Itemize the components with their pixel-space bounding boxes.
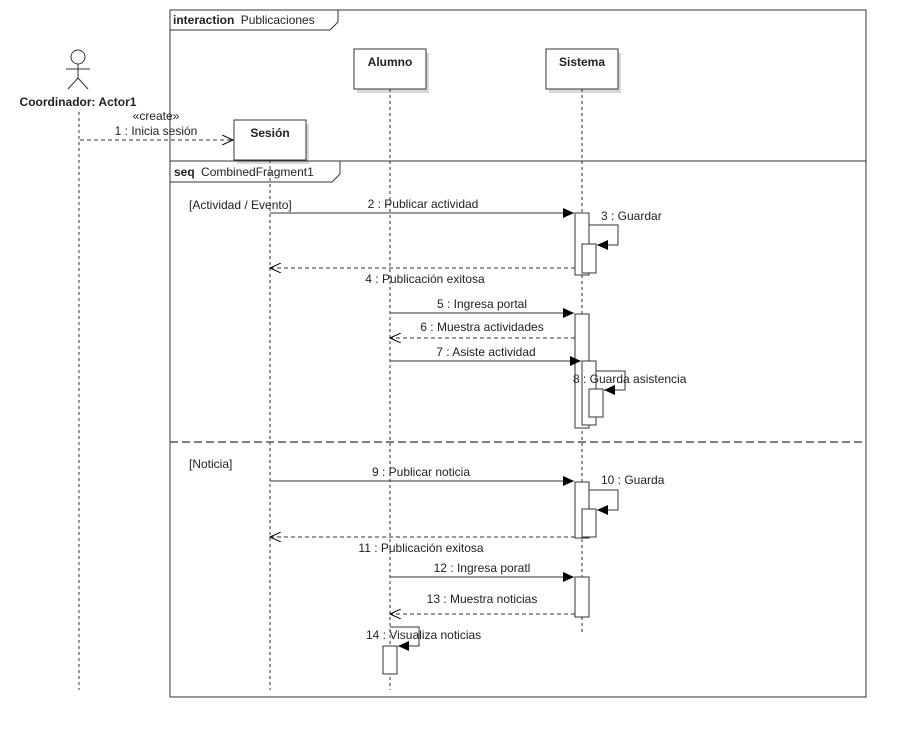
svg-text:seq CombinedFragment1: seq CombinedFragment1 [174, 165, 314, 179]
message-9-label: 9 : Publicar noticia [372, 465, 470, 479]
message-10-label: 10 : Guarda [601, 473, 665, 487]
message-8-arrow[interactable] [596, 370, 626, 395]
message-14-label: 14 : Visualiza noticias [366, 628, 481, 642]
message-2-label: 2 : Publicar actividad [368, 197, 479, 211]
lifeline-label-alumno: Alumno [368, 55, 413, 69]
create-stereotype: «create» [133, 109, 180, 123]
activation-sistema-2-self [588, 388, 604, 418]
message-4-label: 4 : Publicación exitosa [365, 272, 485, 286]
interaction-frame-tab [170, 10, 339, 31]
guard-2: [Noticia] [189, 457, 232, 471]
message-7-label: 7 : Asiste actividad [436, 345, 535, 359]
fragment-keyword: seq [174, 165, 195, 179]
interaction-name: Publicaciones [241, 13, 315, 27]
message-10-arrow[interactable] [589, 489, 619, 515]
lifeline-head-sistema[interactable] [545, 48, 619, 90]
interaction-keyword: interaction [173, 13, 234, 27]
message-5-label: 5 : Ingresa portal [437, 297, 527, 311]
message-6-label: 6 : Muestra actividades [420, 320, 543, 334]
lifeline-label-sesion: Sesión [250, 126, 289, 140]
actor-name: Coordinador: Actor1 [20, 95, 137, 109]
combined-fragment [169, 160, 867, 698]
message-8-label: 8 : Guarda asistencia [573, 372, 687, 386]
message-12-label: 12 : Ingresa poratl [434, 561, 531, 575]
message-14-arrow[interactable] [390, 626, 420, 651]
actor-icon[interactable] [66, 49, 90, 90]
svg-text:interaction Publicaciones: interaction Publicaciones [173, 13, 315, 27]
activation-sistema-3-nested [581, 508, 597, 538]
lifeline-label-sistema: Sistema [559, 55, 605, 69]
message-3-label: 3 : Guardar [601, 209, 662, 223]
activation-sistema-4 [574, 576, 590, 618]
fragment-name: CombinedFragment1 [201, 165, 314, 179]
lifeline-head-alumno[interactable] [353, 48, 427, 90]
activation-sistema-1-nested [581, 243, 597, 274]
guard-1: [Actividad / Evento] [189, 198, 292, 212]
activation-alumno [382, 645, 398, 675]
message-3-arrow[interactable] [589, 224, 619, 250]
message-11-label: 11 : Publicación exitosa [358, 541, 484, 555]
message-13-label: 13 : Muestra noticias [427, 592, 538, 606]
message-1-label: 1 : Inicia sesión [115, 124, 198, 138]
combined-fragment-tab [170, 161, 341, 183]
